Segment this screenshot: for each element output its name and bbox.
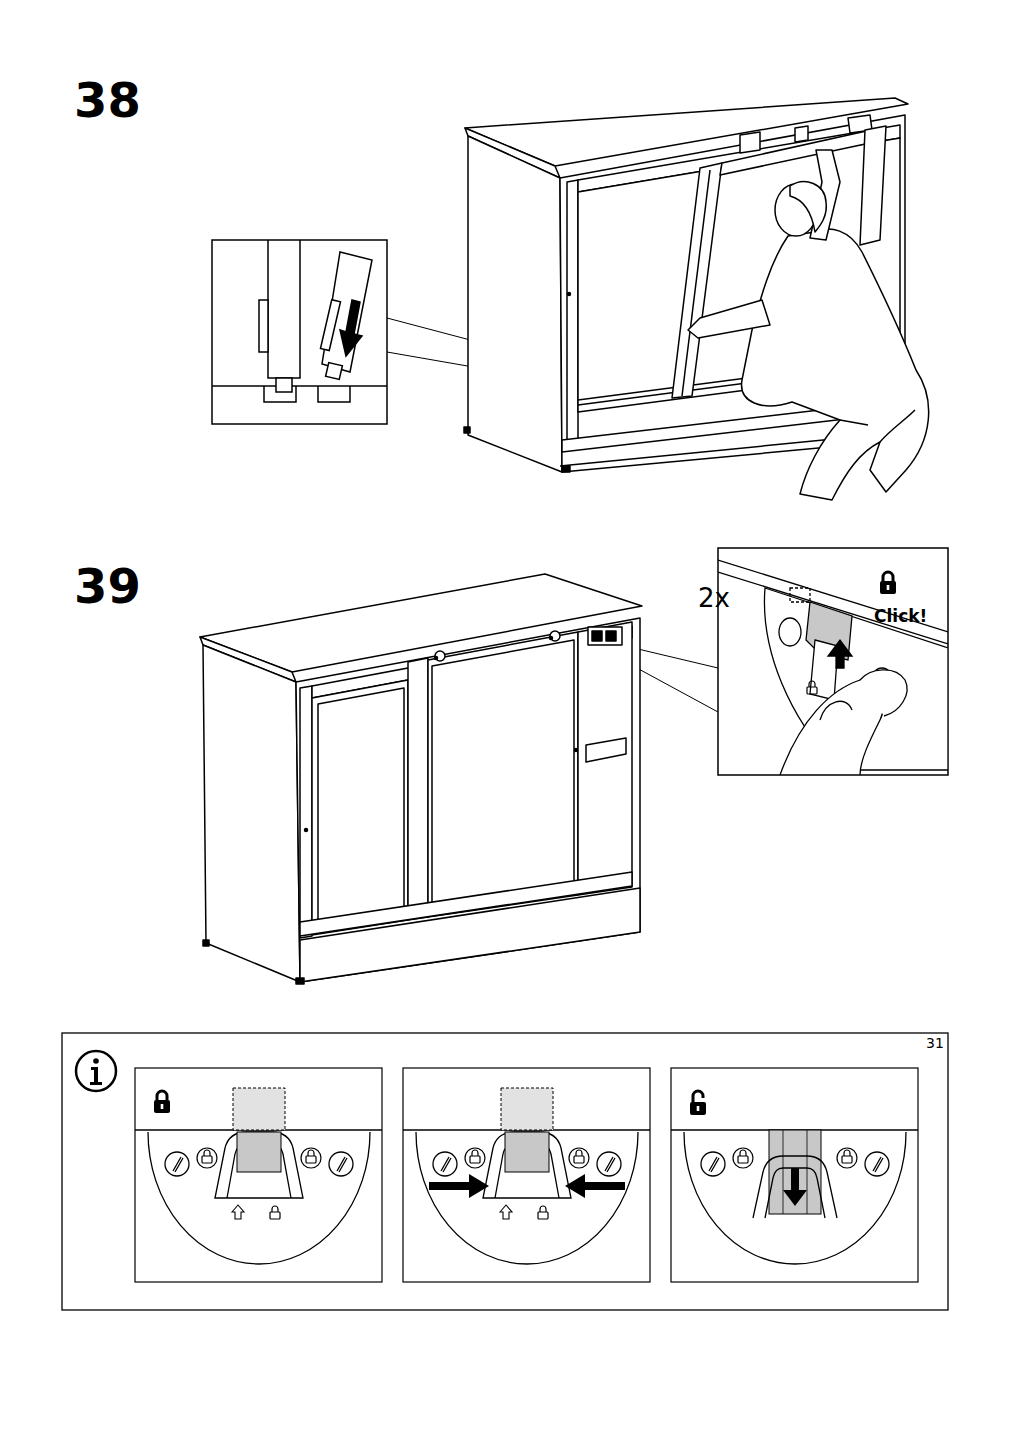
page-number: 31 (926, 1036, 944, 1050)
step-number: 38 (74, 76, 141, 124)
detail-inset (718, 548, 948, 775)
info-box (62, 1033, 948, 1310)
person-figure (688, 150, 929, 500)
detail-inset (212, 240, 387, 424)
quantity-label: 2x (698, 585, 730, 611)
cabinet-drawing (200, 574, 642, 984)
step-number: 39 (74, 562, 141, 610)
sound-label: Click! (874, 608, 927, 625)
